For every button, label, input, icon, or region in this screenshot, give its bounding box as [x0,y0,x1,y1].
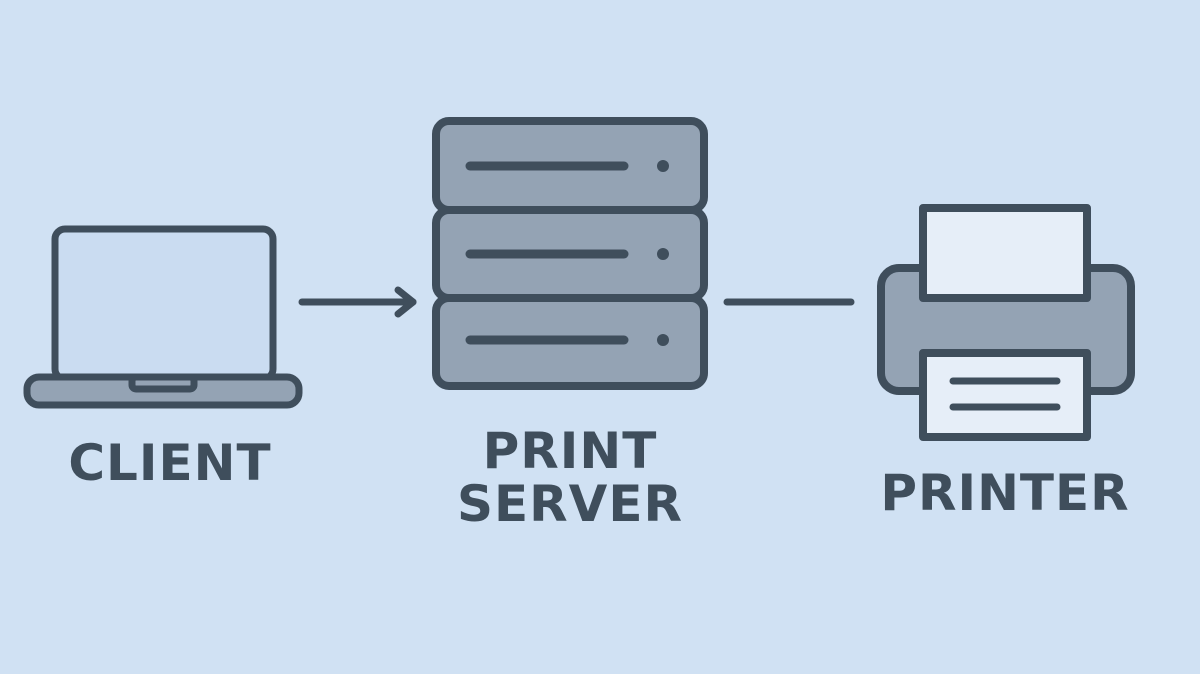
server-leds [657,160,669,346]
printer-output-lines [949,377,1061,411]
server-led-1 [657,160,669,172]
server-slots [465,161,629,345]
printer-paper-output [919,349,1091,441]
printer-label: PRINTER [880,464,1130,522]
laptop-icon [23,225,303,409]
print-server-label-line2: SERVER [456,474,684,533]
client-label: CLIENT [68,434,272,492]
arrow-head [394,286,417,318]
printer-icon [877,204,1135,441]
laptop-screen [51,225,277,383]
arrow-icon [298,286,417,318]
print-server-label-line1: PRINT [482,422,658,480]
server-led-3 [657,334,669,346]
server-led-2 [657,248,669,260]
print-server-label: PRINT SERVER [420,425,720,530]
laptop-trackpad [128,373,198,393]
printer-paper-input [919,204,1091,302]
